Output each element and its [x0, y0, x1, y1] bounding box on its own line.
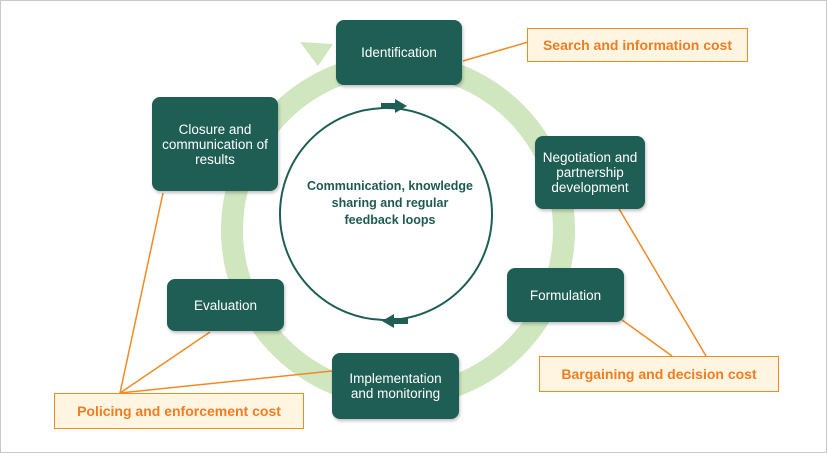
- inner-arrow-left-icon: [382, 314, 408, 328]
- stage-identification-label: Identification: [361, 45, 437, 60]
- stage-implementation-label: Implementation and monitoring: [349, 371, 442, 401]
- connector-closure-policing: [119, 192, 164, 394]
- stage-evaluation: Evaluation: [167, 279, 284, 331]
- cost-bargaining: Bargaining and decision cost: [539, 356, 779, 392]
- connector-search: [462, 41, 529, 62]
- connector-formulation-bargaining: [621, 319, 673, 357]
- cost-search-label: Search and information cost: [542, 37, 733, 53]
- stage-closure: Closure and communication of results: [152, 97, 278, 191]
- center-label: Communication, knowledge sharing and reg…: [307, 179, 473, 227]
- stage-negotiation: Negotiation and partnership development: [535, 136, 645, 209]
- cost-bargaining-label: Bargaining and decision cost: [561, 366, 757, 382]
- stage-formulation: Formulation: [507, 268, 624, 322]
- ring-arrowhead: [300, 42, 333, 66]
- stage-identification: Identification: [336, 20, 462, 85]
- cost-search: Search and information cost: [527, 28, 748, 62]
- inner-arrow-right-icon: [381, 99, 407, 113]
- stage-implementation: Implementation and monitoring: [332, 353, 459, 419]
- cost-policing: Policing and enforcement cost: [54, 393, 304, 429]
- connector-negotiation-bargaining: [617, 206, 707, 357]
- cost-policing-label: Policing and enforcement cost: [77, 403, 281, 419]
- stage-negotiation-label: Negotiation and partnership development: [542, 150, 638, 195]
- connector-implementation-policing: [119, 370, 333, 394]
- connector-evaluation-policing: [119, 331, 211, 394]
- stage-evaluation-label: Evaluation: [193, 297, 258, 313]
- stage-formulation-label: Formulation: [529, 287, 602, 303]
- stage-closure-label: Closure and communication of results: [162, 121, 268, 167]
